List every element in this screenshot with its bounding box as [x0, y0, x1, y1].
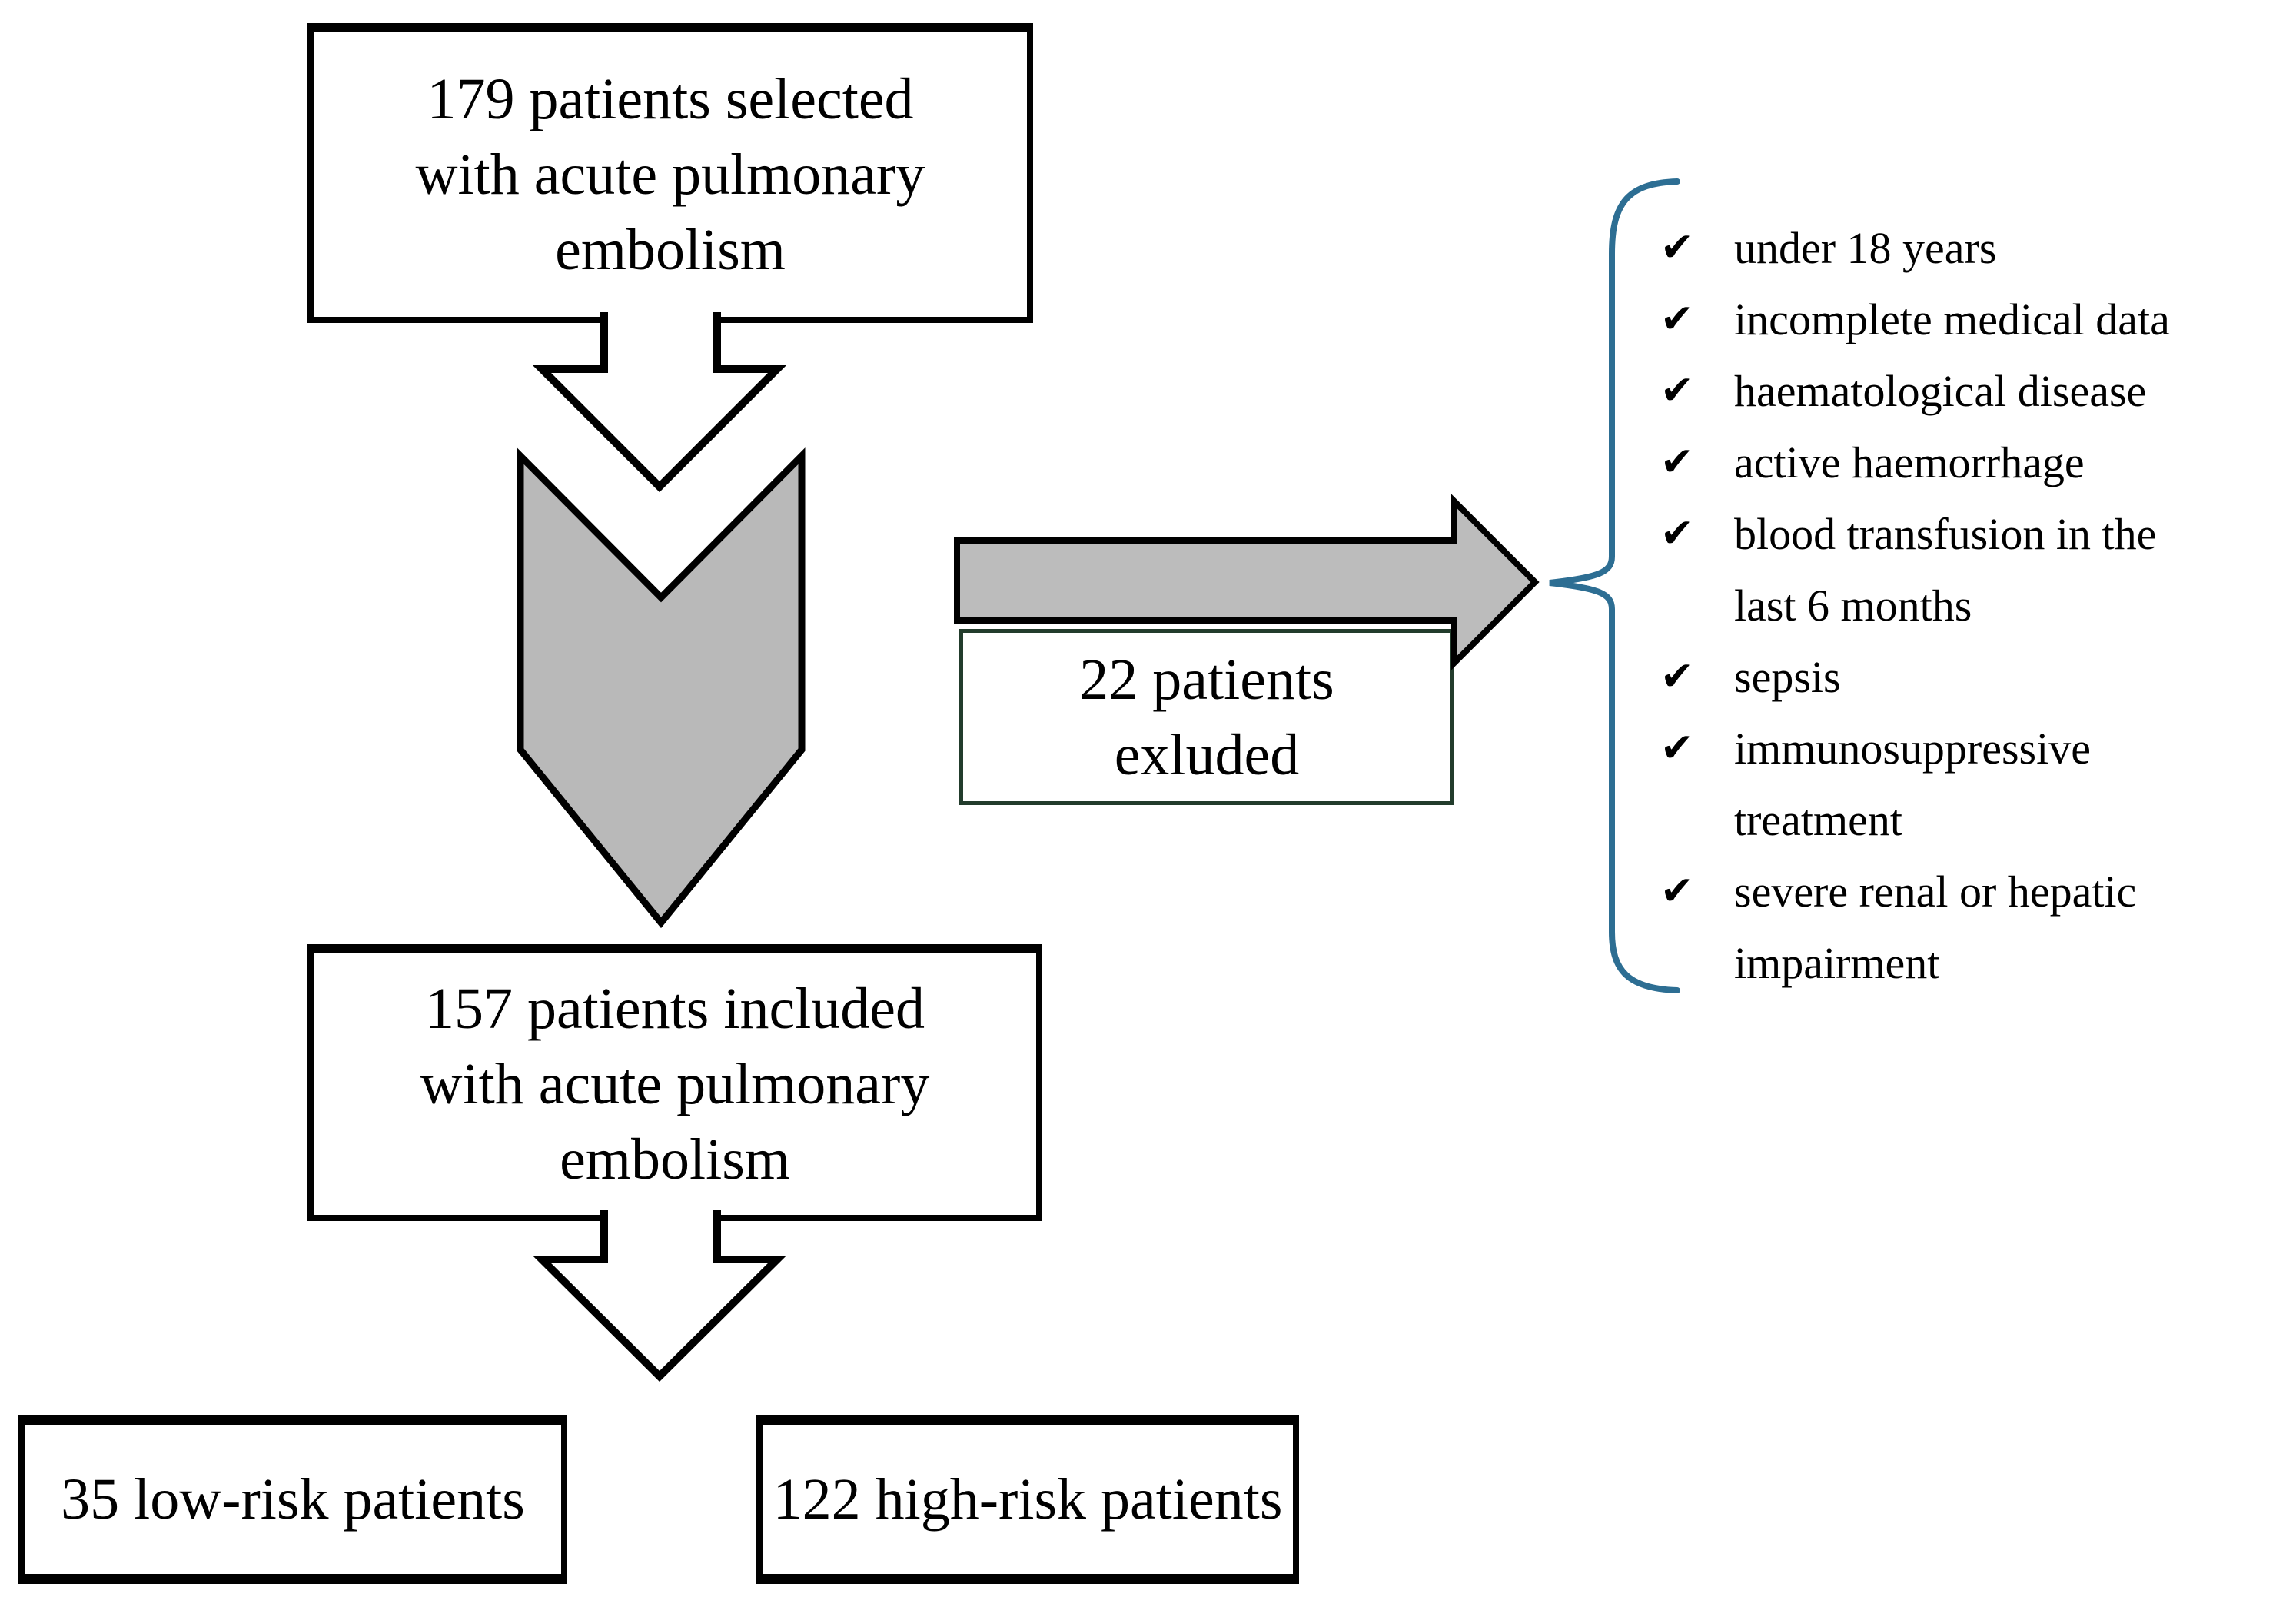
curly-brace [1549, 178, 1680, 993]
criteria-text: under 18 years [1734, 223, 1997, 273]
box-text-line: 122 high-risk patients [773, 1467, 1283, 1532]
criteria-text: blood transfusion in the [1734, 509, 2157, 559]
checkmark-icon: ✔ [1660, 439, 1694, 485]
criteria-text: sepsis [1734, 652, 1841, 702]
high-risk-patients-box: 122 high-risk patients [756, 1415, 1299, 1584]
criteria-text: severe renal or hepatic [1734, 867, 2137, 917]
box-text-line: embolism [560, 1126, 790, 1192]
down-arrow-bottom [532, 1210, 787, 1382]
list-item: ✔ blood transfusion in the last 6 months [1660, 498, 2291, 641]
list-item: ✔ sepsis [1660, 641, 2291, 713]
down-arrow-top [532, 312, 787, 493]
exclusion-criteria-list: ✔ under 18 years ✔ incomplete medical da… [1660, 212, 2291, 999]
chevron-down-arrow [517, 447, 806, 929]
checkmark-icon: ✔ [1660, 296, 1694, 342]
list-item: ✔ severe renal or hepatic impairment [1660, 856, 2291, 999]
included-patients-box: 157 patients included with acute pulmona… [307, 944, 1042, 1221]
checkmark-icon: ✔ [1660, 368, 1694, 414]
checkmark-icon: ✔ [1660, 225, 1694, 271]
checkmark-icon: ✔ [1660, 868, 1694, 914]
box-text-line: 35 low-risk patients [61, 1467, 525, 1532]
box-text-line: 22 patients [1079, 647, 1334, 712]
box-text-line: 157 patients included [424, 976, 925, 1041]
criteria-text: incomplete medical data [1734, 294, 2170, 344]
criteria-text: impairment [1734, 938, 1940, 988]
box-text-line: embolism [555, 217, 786, 282]
box-text-line: with acute pulmonary [420, 1051, 930, 1116]
criteria-text: active haemorrhage [1734, 438, 2085, 487]
list-item: ✔ immunosuppressive treatment [1660, 713, 2291, 856]
list-item: ✔ incomplete medical data [1660, 284, 2291, 355]
box-text-line: with acute pulmonary [415, 141, 925, 207]
selected-patients-box: 179 patients selected with acute pulmona… [307, 23, 1033, 323]
box-text-line: 179 patients selected [427, 66, 914, 131]
list-item: ✔ under 18 years [1660, 212, 2291, 284]
list-item: ✔ haematological disease [1660, 355, 2291, 427]
checkmark-icon: ✔ [1660, 511, 1694, 557]
low-risk-patients-box: 35 low-risk patients [18, 1415, 567, 1584]
checkmark-icon: ✔ [1660, 725, 1694, 771]
criteria-text: treatment [1734, 795, 1903, 845]
box-text-line: exluded [1114, 722, 1300, 787]
list-item: ✔ active haemorrhage [1660, 427, 2291, 498]
criteria-text: immunosuppressive [1734, 724, 2091, 774]
criteria-text: haematological disease [1734, 366, 2147, 416]
checkmark-icon: ✔ [1660, 654, 1694, 700]
criteria-text: last 6 months [1734, 581, 1972, 630]
excluded-patients-box: 22 patients exluded [959, 629, 1454, 805]
